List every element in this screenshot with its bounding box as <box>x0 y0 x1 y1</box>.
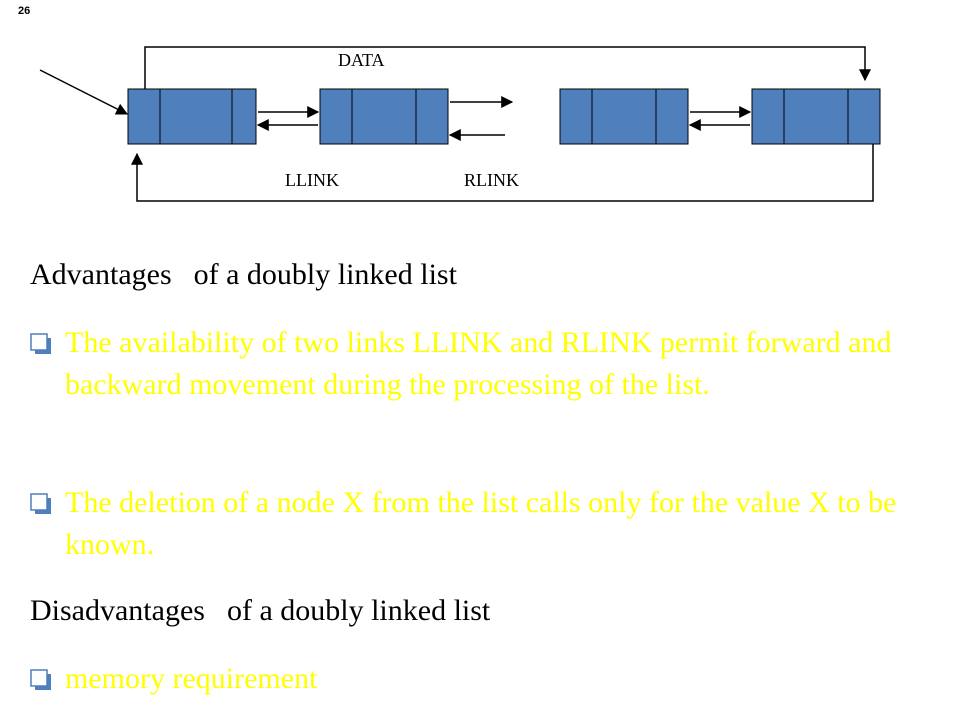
circular-bottom-link <box>131 144 874 202</box>
disadvantages-heading: Disadvantages of a doubly linked list <box>30 594 490 628</box>
slide-number: 26 <box>18 5 31 17</box>
advantages-heading: Advantages of a doubly linked list <box>30 258 457 292</box>
data-label: DATA <box>338 50 385 70</box>
llink-label: LLINK <box>285 170 339 190</box>
checkbox-bullet-icon <box>30 493 51 514</box>
list-node-1 <box>127 88 257 145</box>
disadvantage-bullet-1: memory requirement <box>30 658 930 700</box>
advantage-bullet-1-text: The availability of two links LLINK and … <box>65 326 892 401</box>
advantage-bullet-2-text: The deletion of a node X from the list c… <box>65 486 897 561</box>
advantage-bullet-2: The deletion of a node X from the list c… <box>30 482 930 566</box>
checkbox-bullet-icon <box>30 333 51 354</box>
advantages-heading-word: Advantages <box>30 258 172 291</box>
rlink-label: RLINK <box>464 170 519 190</box>
disadvantages-heading-word: Disadvantages <box>30 594 205 627</box>
advantage-bullet-1: The availability of two links LLINK and … <box>30 322 930 406</box>
disadvantages-heading-rest: of a doubly linked list <box>226 594 491 627</box>
doubly-linked-list-diagram <box>39 46 881 202</box>
head-pointer-arrow <box>39 69 129 115</box>
disadvantage-bullet-1-text: memory requirement <box>65 662 318 695</box>
list-node-4 <box>751 88 881 145</box>
checkbox-bullet-icon <box>30 669 51 690</box>
circular-top-link <box>144 46 871 89</box>
list-node-3 <box>559 88 689 145</box>
advantages-heading-rest: of a doubly linked list <box>193 258 457 291</box>
list-node-2 <box>319 88 449 145</box>
